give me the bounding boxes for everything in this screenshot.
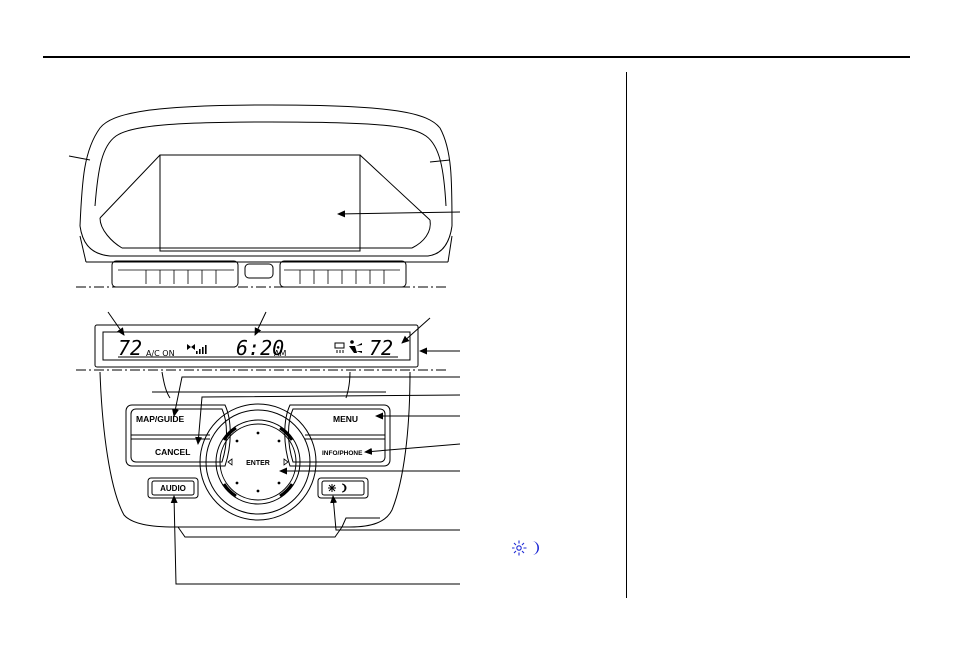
cancel-button[interactable]: CANCEL (155, 447, 190, 457)
sun-moon-icon (512, 540, 539, 556)
info-phone-button[interactable]: INFO/PHONE (322, 450, 363, 457)
break-lines (76, 286, 446, 371)
rear-defrost-icon (334, 342, 345, 353)
menu-button[interactable]: MENU (333, 414, 358, 424)
sun-moon-icon (328, 483, 347, 493)
ac-status-label: A/C ON (146, 349, 175, 358)
audio-button-inner (151, 480, 195, 496)
air-vents (111, 260, 407, 288)
column-divider (626, 72, 627, 598)
enter-button[interactable]: ENTER (246, 460, 270, 467)
audio-button[interactable]: AUDIO (160, 484, 186, 493)
map-guide-button[interactable]: MAP/GUIDE (136, 414, 185, 424)
navigation-screen (159, 154, 361, 252)
callout-leaders (107, 210, 461, 585)
clock-readout: 6:20 (236, 336, 284, 360)
header-rule (43, 56, 910, 58)
clock-ampm-label: AM (274, 349, 286, 358)
passenger-temp-readout: 72 (369, 336, 393, 360)
day-night-button-inner (321, 480, 365, 496)
interface-dial[interactable] (199, 403, 317, 521)
airflow-mode-icon (349, 340, 362, 353)
fan-speed-icon (187, 344, 207, 354)
day-night-button[interactable] (317, 477, 369, 499)
display-hood (68, 104, 453, 263)
driver-temp-readout: 72 (118, 336, 142, 360)
